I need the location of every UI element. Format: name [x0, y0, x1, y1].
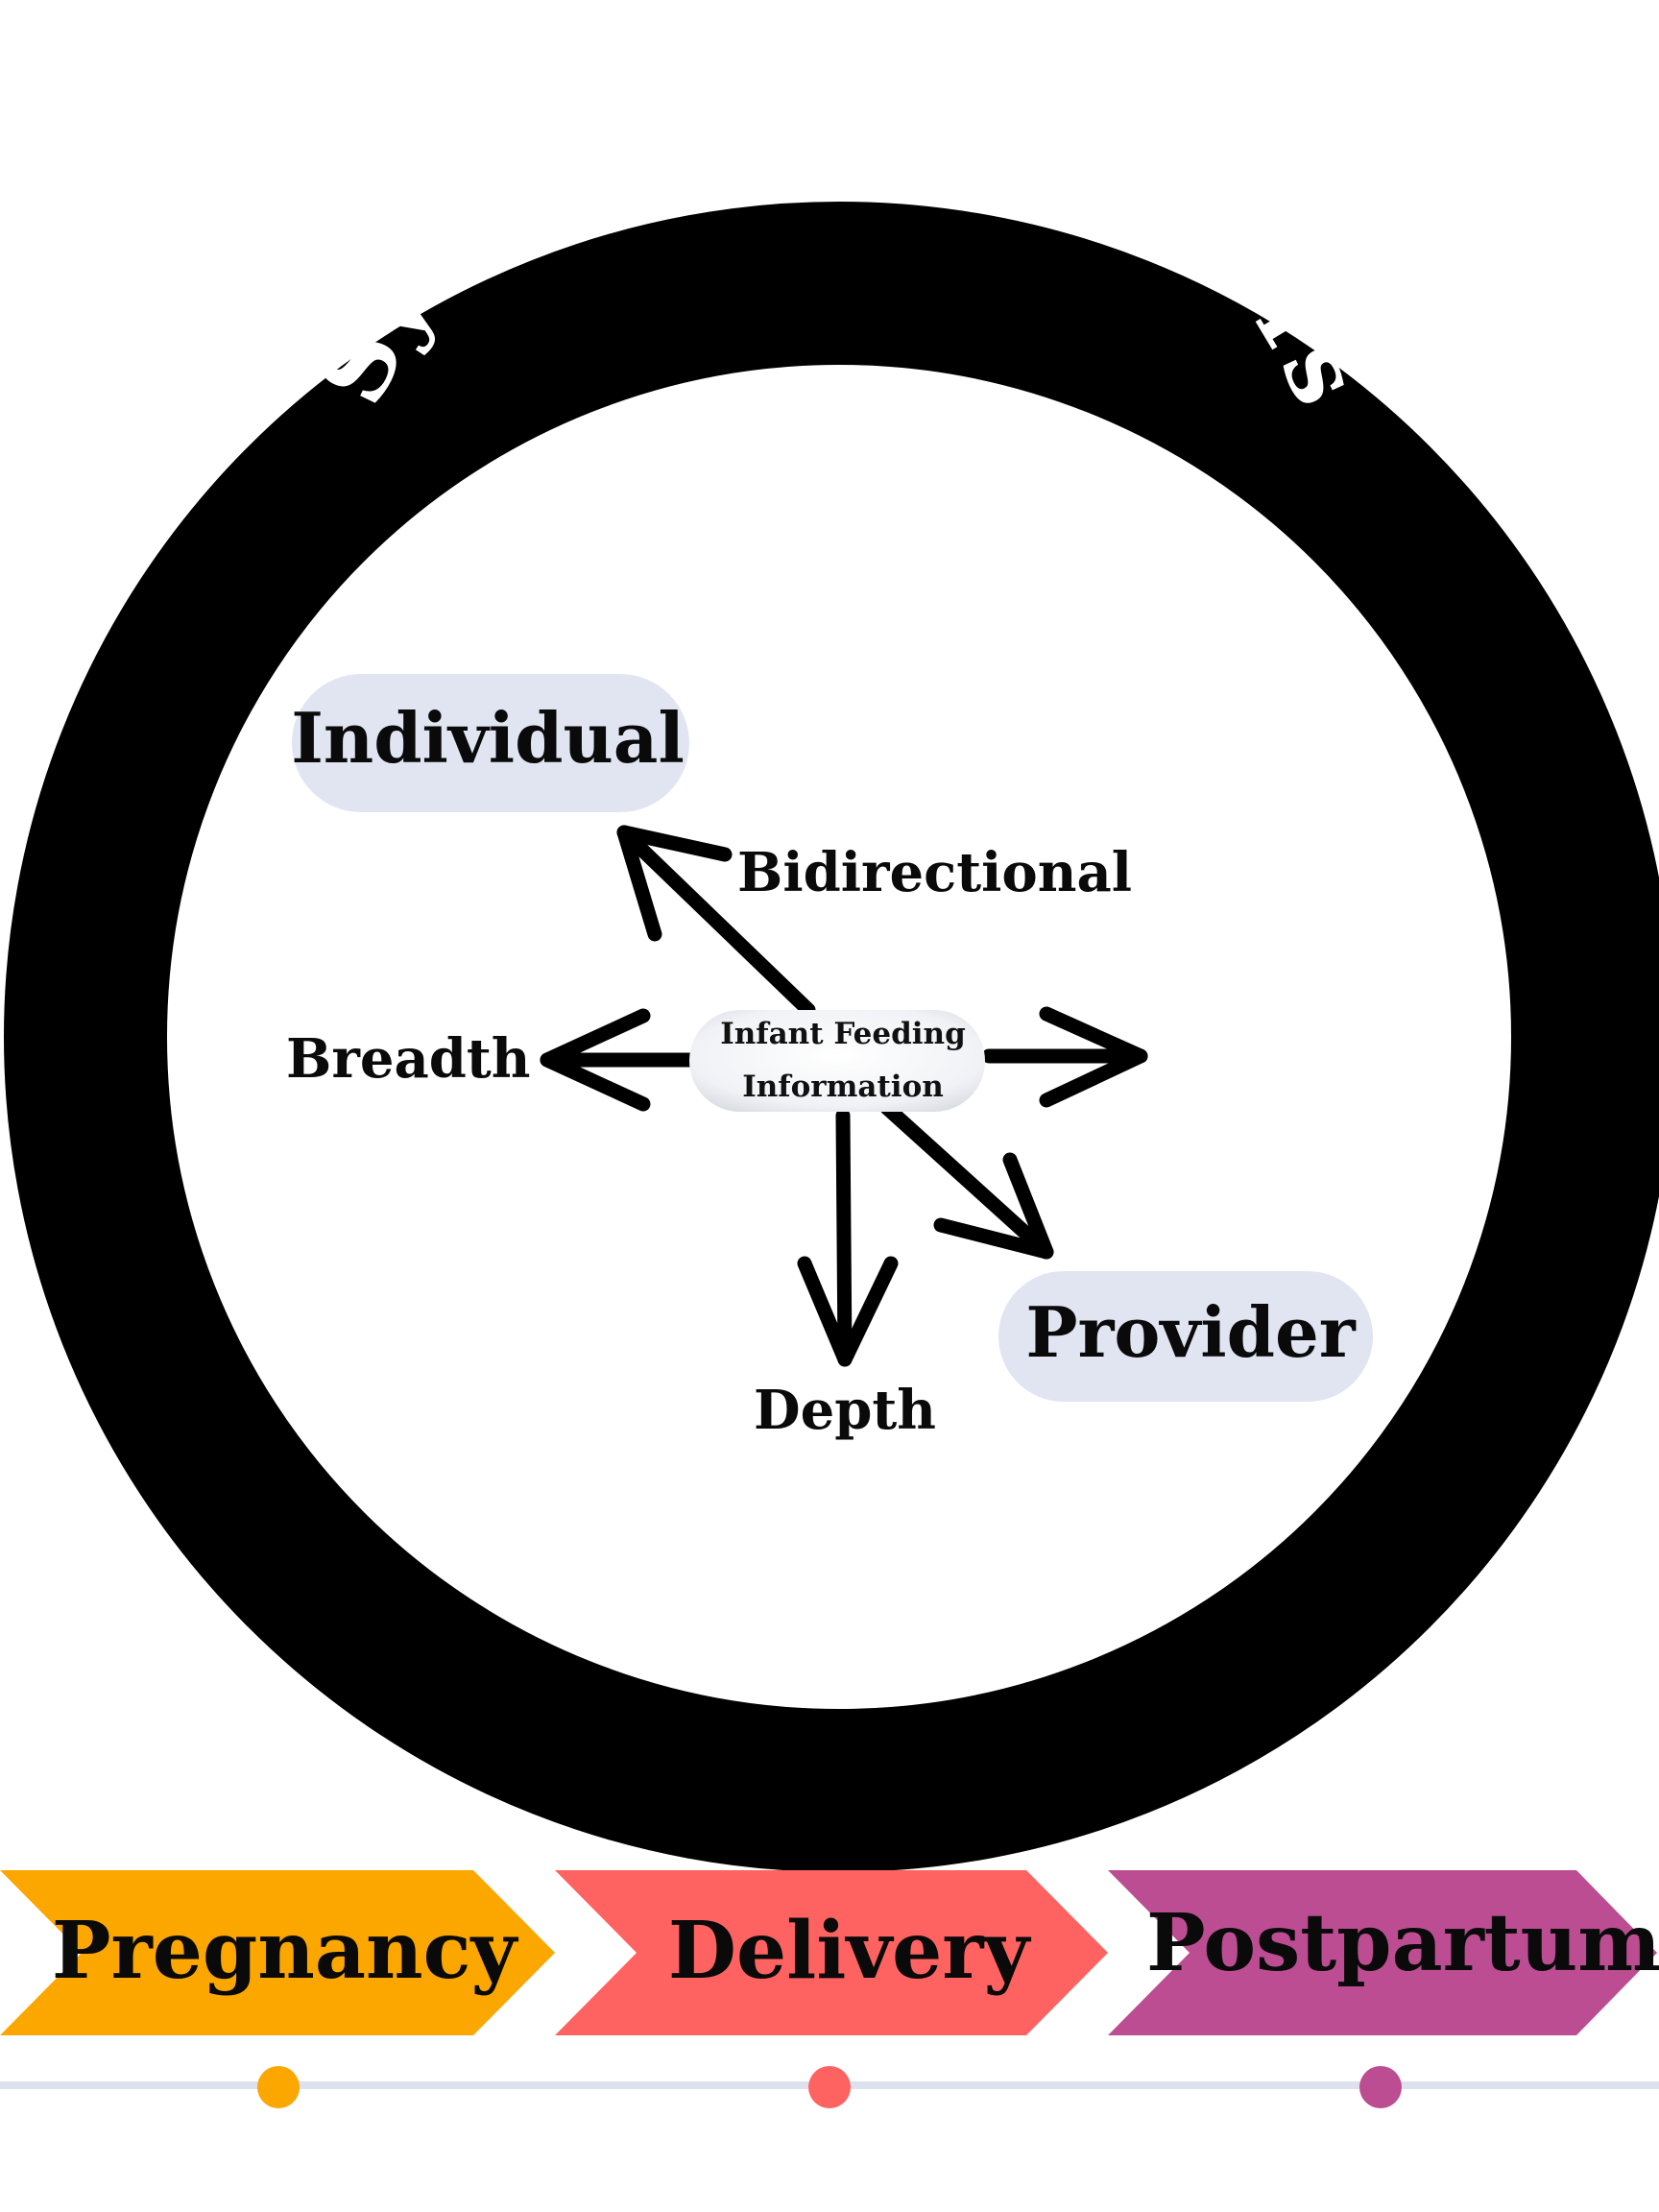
stage-delivery-label: Delivery — [668, 1905, 1032, 1997]
stage-delivery: Delivery — [555, 1870, 1108, 2035]
individual-pill — [292, 674, 689, 812]
provider-label: Provider — [1025, 1291, 1356, 1373]
breadth-label: Breadth — [286, 1027, 531, 1091]
stage-pregnancy-label: Pregnancy — [52, 1905, 519, 1997]
center-label-line2: Information — [742, 1070, 944, 1104]
center-node — [689, 1010, 985, 1112]
stage-delivery-chevron — [555, 1870, 1108, 2035]
stage-postpartum-chevron — [1108, 1870, 1657, 2035]
depth-label: Depth — [754, 1379, 936, 1442]
stage-pregnancy-chevron — [0, 1870, 555, 2035]
systems-ring — [4, 202, 1659, 1872]
stage-postpartum-label: Postpartum — [1146, 1897, 1659, 1989]
bidirectional-label: Bidirectional — [737, 841, 1132, 904]
stage-postpartum: Postpartum — [1108, 1870, 1659, 2035]
stage-pregnancy: Pregnancy — [0, 1870, 555, 2035]
arrow-breadth-right — [981, 1006, 1148, 1108]
timeline-dot-delivery — [808, 2066, 851, 2108]
individual-label: Individual — [291, 697, 685, 779]
center-label-line1: Infant Feeding — [720, 1017, 966, 1051]
arrow-breadth-left — [540, 1008, 699, 1112]
arrow-to-provider — [879, 1100, 1054, 1260]
timeline-dot-pregnancy — [257, 2066, 300, 2108]
timeline-dot-postpartum — [1359, 2066, 1402, 2108]
provider-pill — [998, 1271, 1373, 1402]
arrow-depth-down — [797, 1108, 899, 1367]
arrow-to-individual — [616, 825, 816, 1018]
